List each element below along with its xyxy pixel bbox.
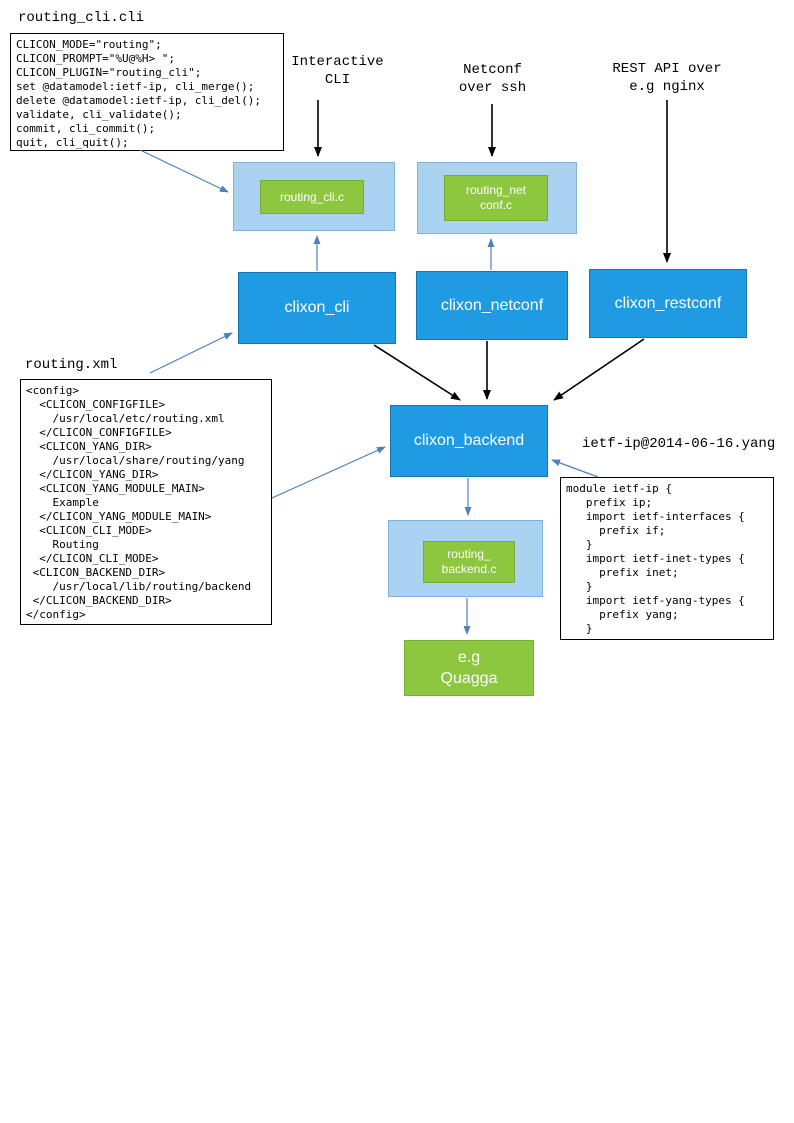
routing-cli-c-node: routing_cli.c — [260, 180, 364, 214]
routing-backend-c-node: routing_ backend.c — [423, 541, 515, 583]
routing-netconf-c-container: routing_net conf.c — [417, 162, 577, 234]
routing-backend-c-container: routing_ backend.c — [388, 520, 543, 597]
config-xml-file-title: routing.xml — [25, 357, 118, 373]
arrow-config-xml-to-clixon-cli — [149, 332, 233, 374]
clixon-backend-node: clixon_backend — [390, 405, 548, 477]
clixon-netconf-node: clixon_netconf — [416, 271, 568, 340]
routing-cli-c-container: routing_cli.c — [233, 162, 395, 231]
clixon-restconf-node: clixon_restconf — [589, 269, 747, 338]
cli-spec-file-title: routing_cli.cli — [18, 10, 145, 26]
yang-module-file-title: ietf-ip@2014-06-16.yang — [582, 436, 776, 452]
routing-netconf-c-node: routing_net conf.c — [444, 175, 548, 221]
netconf-over-ssh-label: Netconf over ssh — [458, 62, 527, 96]
config-xml-code-box: <config> <CLICON_CONFIGFILE> /usr/local/… — [20, 379, 272, 625]
interactive-cli-label: Interactive CLI — [291, 54, 384, 88]
arrow-clixon-cli-to-backend — [373, 344, 461, 401]
arrow-yang-module-to-backend — [551, 459, 599, 478]
arrow-clixon-restconf-to-backend — [553, 338, 645, 401]
cli-spec-code-box: CLICON_MODE="routing"; CLICON_PROMPT="%U… — [10, 33, 284, 151]
arrow-cli-spec-to-routing-cli-c — [139, 149, 229, 193]
arrow-config-xml-to-backend — [271, 446, 386, 499]
clixon-cli-node: clixon_cli — [238, 272, 396, 344]
yang-module-code-box: module ietf-ip { prefix ip; import ietf-… — [560, 477, 774, 640]
rest-api-label: REST API over e.g nginx — [612, 61, 722, 95]
quagga-node: e.g Quagga — [404, 640, 534, 696]
